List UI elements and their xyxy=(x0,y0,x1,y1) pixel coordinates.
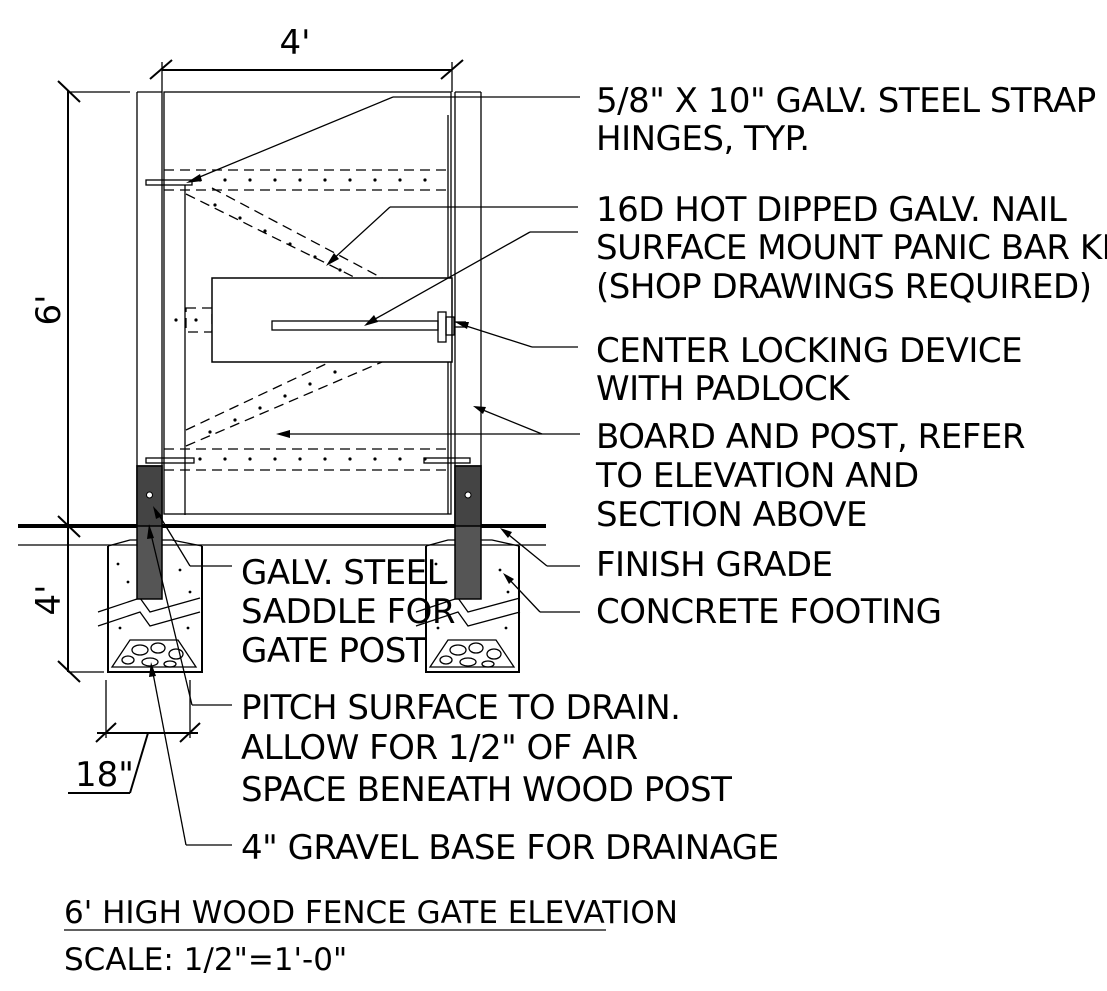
width-dimension: 4' xyxy=(149,23,464,92)
callout-panic-bar-line-1: SURFACE MOUNT PANIC BAR KITS xyxy=(596,228,1107,268)
leader-lines xyxy=(147,96,580,846)
right-footing xyxy=(415,539,521,673)
bottom-rail xyxy=(164,448,448,471)
callout-panic-bar: SURFACE MOUNT PANIC BAR KITS (SHOP DRAWI… xyxy=(596,228,1107,307)
callout-strap-hinges-line-2: HINGES, TYP. xyxy=(596,119,810,159)
callout-board-and-post-line-2: TO ELEVATION AND xyxy=(595,456,919,496)
right-post xyxy=(454,91,482,466)
footing-depth-dimension-label: 4' xyxy=(29,585,69,616)
footing-depth-dimension: 4' xyxy=(29,526,104,683)
width-dimension-label: 4' xyxy=(280,23,311,63)
callout-nail: 16D HOT DIPPED GALV. NAIL xyxy=(596,190,1067,230)
left-post xyxy=(136,91,163,466)
callout-panic-bar-line-2: (SHOP DRAWINGS REQUIRED) xyxy=(596,267,1091,307)
callout-finish-grade: FINISH GRADE xyxy=(596,545,833,585)
callout-concrete-footing: CONCRETE FOOTING xyxy=(596,592,942,632)
callout-pitch-surface-line-3: SPACE BENEATH WOOD POST xyxy=(241,770,732,810)
callout-saddle: GALV. STEEL SADDLE FOR GATE POST xyxy=(241,553,456,671)
upper-diagonal-brace xyxy=(185,187,383,279)
callout-board-and-post: BOARD AND POST, REFER TO ELEVATION AND S… xyxy=(595,417,1025,535)
callout-locking-device-line-2: WITH PADLOCK xyxy=(596,369,851,409)
callout-pitch-surface: PITCH SURFACE TO DRAIN. ALLOW FOR 1/2" O… xyxy=(241,688,733,810)
lower-diagonal-brace xyxy=(185,361,383,447)
title-block: 6' HIGH WOOD FENCE GATE ELEVATION SCALE:… xyxy=(64,895,678,978)
callout-saddle-line-2: SADDLE FOR xyxy=(241,592,455,632)
height-dimension: 6' xyxy=(29,80,130,538)
callout-pitch-surface-line-2: ALLOW FOR 1/2" OF AIR xyxy=(241,728,638,768)
footing-width-dimension: 18" xyxy=(68,680,201,795)
callout-gravel-base: 4" GRAVEL BASE FOR DRAINAGE xyxy=(241,828,779,868)
drawing-title: 6' HIGH WOOD FENCE GATE ELEVATION xyxy=(64,895,678,931)
callout-saddle-line-1: GALV. STEEL xyxy=(241,553,446,593)
strap-hinges xyxy=(145,179,471,464)
middle-rail-stub xyxy=(174,307,213,333)
callout-strap-hinges-line-1: 5/8" X 10" GALV. STEEL STRAP xyxy=(596,81,1096,121)
top-rail xyxy=(164,169,448,191)
callout-pitch-surface-line-1: PITCH SURFACE TO DRAIN. xyxy=(241,688,680,728)
callout-board-and-post-line-3: SECTION ABOVE xyxy=(596,495,867,535)
right-post-saddle xyxy=(454,465,482,600)
footing-width-dimension-label: 18" xyxy=(75,755,134,795)
callout-strap-hinges: 5/8" X 10" GALV. STEEL STRAP HINGES, TYP… xyxy=(596,81,1096,159)
callout-saddle-line-3: GATE POST xyxy=(241,631,427,671)
callout-locking-device: CENTER LOCKING DEVICE WITH PADLOCK xyxy=(596,331,1023,409)
panic-bar-kit xyxy=(211,277,466,363)
height-dimension-label: 6' xyxy=(29,295,69,326)
drawing-scale: SCALE: 1/2"=1'-0" xyxy=(64,942,347,978)
left-footing xyxy=(97,539,203,673)
callout-board-and-post-line-1: BOARD AND POST, REFER xyxy=(596,417,1025,457)
callout-locking-device-line-1: CENTER LOCKING DEVICE xyxy=(596,331,1022,371)
